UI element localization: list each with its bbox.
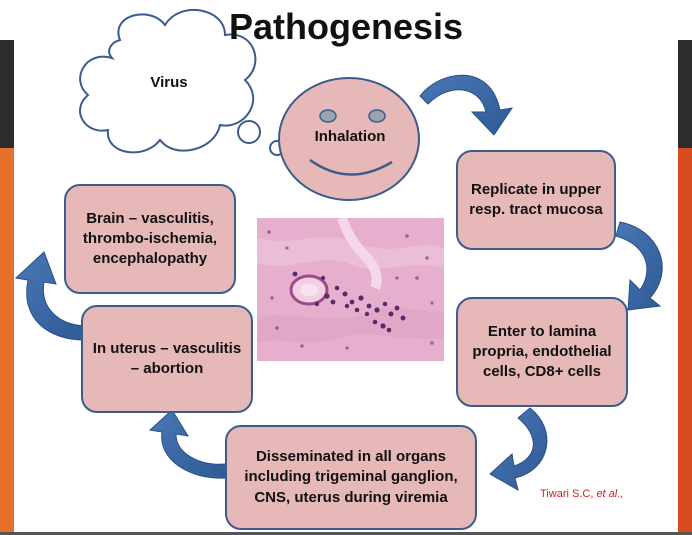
box-uterus: In uterus – vasculitis – abortion bbox=[81, 305, 253, 413]
cloud-label: Virus bbox=[150, 74, 188, 91]
box-uterus-text: In uterus – vasculitis – abortion bbox=[92, 339, 242, 377]
box-replicate-text: Replicate in upper resp. tract mucosa bbox=[469, 180, 603, 218]
face-label: Inhalation bbox=[314, 128, 386, 145]
box-lamina-text: Enter to lamina propria, endothelial cel… bbox=[472, 322, 612, 381]
right-orange-band bbox=[678, 148, 692, 535]
left-dark-band bbox=[0, 40, 14, 148]
arrow-disseminated-to-uterus bbox=[148, 409, 227, 479]
histology-image-icon bbox=[257, 218, 444, 361]
page-title: Pathogenesis bbox=[228, 6, 464, 47]
arrow-uterus-to-brain bbox=[14, 251, 85, 341]
box-lamina: Enter to lamina propria, endothelial cel… bbox=[456, 297, 628, 407]
box-disseminated-text: Disseminated in all organs including tri… bbox=[244, 448, 458, 506]
bottom-border bbox=[0, 532, 692, 535]
right-dark-band bbox=[678, 40, 692, 148]
box-disseminated: Disseminated in all organs including tri… bbox=[225, 425, 477, 530]
cycle-arrows bbox=[14, 74, 663, 492]
smiley-face-icon bbox=[278, 77, 420, 201]
arrow-replicate-to-lamina bbox=[615, 221, 663, 311]
box-brain-text: Brain – vasculitis, thrombo-ischemia, en… bbox=[82, 209, 218, 268]
arrow-face-to-replicate bbox=[419, 74, 514, 136]
citation-credit: Tiwari S.C, et al., bbox=[540, 488, 623, 500]
box-replicate: Replicate in upper resp. tract mucosa bbox=[456, 150, 616, 250]
left-orange-band bbox=[0, 148, 14, 535]
arrow-lamina-to-disseminated bbox=[489, 407, 548, 492]
credit-etal: et al., bbox=[596, 488, 624, 500]
credit-author: Tiwari S.C, bbox=[540, 488, 597, 500]
box-brain: Brain – vasculitis, thrombo-ischemia, en… bbox=[64, 184, 236, 294]
